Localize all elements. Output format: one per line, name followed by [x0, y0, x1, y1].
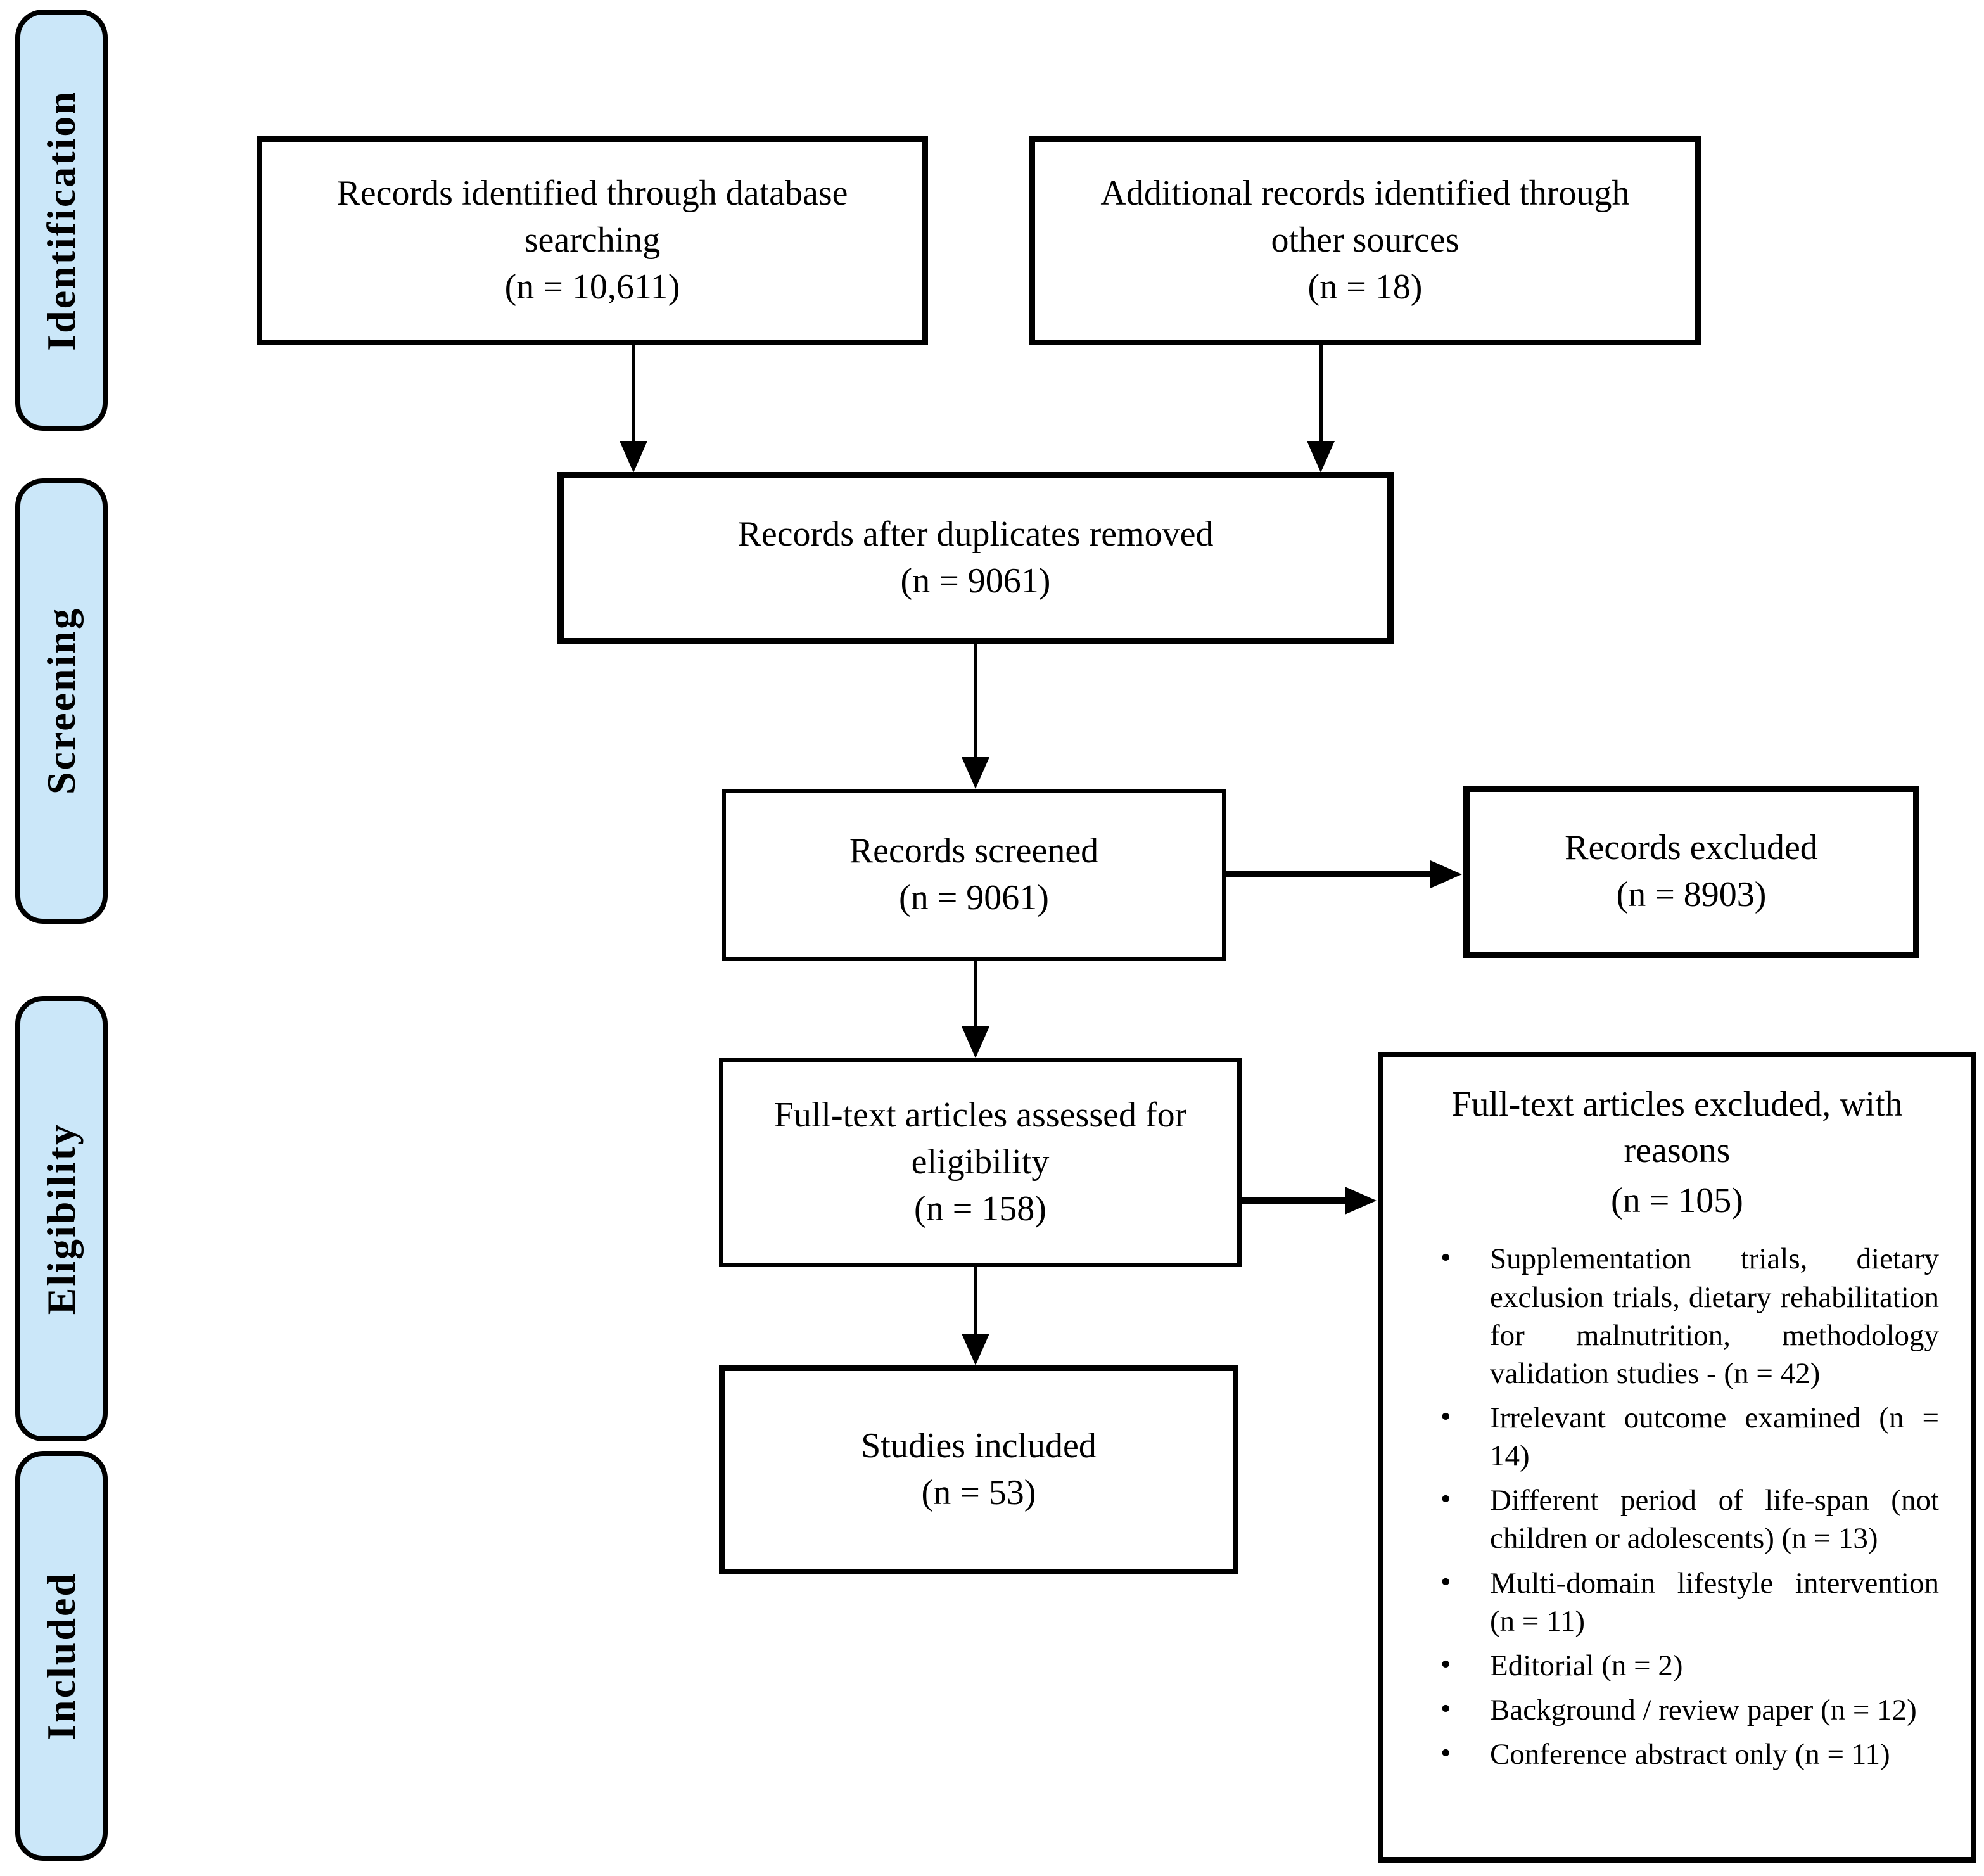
stage-label-identification-text: Identification	[39, 89, 84, 351]
box-records-after-duplicates-text: Records after duplicates removed	[737, 514, 1214, 554]
box-records-identified-database-count: (n = 10,611)	[504, 267, 680, 307]
arrow-database-to-dedup-head	[620, 441, 647, 473]
exclusion-reason-item: Conference abstract only (n = 11)	[1415, 1734, 1939, 1773]
arrow-other-to-dedup-head	[1307, 441, 1335, 473]
box-records-excluded-count: (n = 8903)	[1616, 875, 1767, 914]
box-fulltext-assessed-count: (n = 158)	[914, 1189, 1046, 1228]
exclusion-reason-item: Multi-domain lifestyle intervention (n =…	[1415, 1563, 1939, 1640]
box-records-after-duplicates-count: (n = 9061)	[900, 561, 1051, 601]
exclusion-reasons-list: Supplementation trials, dietary exclusio…	[1415, 1239, 1939, 1780]
box-studies-included: Studies included (n = 53)	[719, 1365, 1238, 1574]
arrow-fulltext-to-reasons-line	[1242, 1197, 1348, 1204]
arrow-screened-to-excluded-line	[1226, 871, 1432, 877]
arrow-other-to-dedup-line	[1319, 345, 1323, 442]
stage-label-eligibility: Eligibility	[15, 996, 108, 1441]
arrow-fulltext-to-studies-line	[974, 1267, 977, 1335]
box-records-identified-database: Records identified through database sear…	[257, 136, 928, 345]
arrow-screened-to-excluded-head	[1430, 860, 1462, 888]
box-fulltext-excluded-count: (n = 105)	[1611, 1180, 1743, 1220]
arrow-fulltext-to-reasons-head	[1345, 1187, 1377, 1215]
stage-label-eligibility-text: Eligibility	[39, 1122, 84, 1315]
stage-label-identification: Identification	[15, 10, 108, 431]
box-studies-included-count: (n = 53)	[921, 1473, 1036, 1512]
arrow-dedup-to-screened-line	[974, 644, 977, 758]
exclusion-reason-item: Background / review paper (n = 12)	[1415, 1690, 1939, 1729]
stage-label-included-text: Included	[39, 1571, 84, 1740]
exclusion-reason-item: Irrelevant outcome examined (n = 14)	[1415, 1398, 1939, 1475]
arrow-dedup-to-screened-head	[962, 757, 989, 789]
arrow-database-to-dedup-line	[632, 345, 635, 442]
box-fulltext-excluded-title: Full-text articles excluded, with reason…	[1451, 1085, 1903, 1170]
arrow-screened-to-fulltext-line	[974, 961, 977, 1028]
box-additional-records: Additional records identified through ot…	[1029, 136, 1701, 345]
box-additional-records-text: Additional records identified through ot…	[1100, 174, 1630, 260]
stage-label-screening: Screening	[15, 478, 108, 924]
box-records-screened-count: (n = 9061)	[899, 878, 1049, 917]
box-fulltext-excluded-reasons: Full-text articles excluded, with reason…	[1378, 1052, 1976, 1863]
exclusion-reason-item: Editorial (n = 2)	[1415, 1645, 1939, 1685]
box-fulltext-assessed-text: Full-text articles assessed for eligibil…	[773, 1095, 1187, 1182]
stage-label-screening-text: Screening	[39, 607, 84, 795]
box-studies-included-text: Studies included	[861, 1426, 1097, 1466]
box-records-after-duplicates: Records after duplicates removed (n = 90…	[557, 472, 1394, 644]
exclusion-reason-item: Different period of life-span (not child…	[1415, 1480, 1939, 1557]
box-records-screened-text: Records screened	[849, 831, 1099, 871]
stage-label-included: Included	[15, 1451, 108, 1861]
box-records-screened: Records screened (n = 9061)	[722, 789, 1226, 961]
box-additional-records-count: (n = 18)	[1307, 267, 1423, 307]
box-records-identified-database-text: Records identified through database sear…	[336, 174, 848, 260]
box-records-excluded: Records excluded (n = 8903)	[1463, 786, 1919, 958]
box-fulltext-assessed: Full-text articles assessed for eligibil…	[719, 1058, 1242, 1267]
arrow-screened-to-fulltext-head	[962, 1026, 989, 1058]
box-records-excluded-text: Records excluded	[1565, 828, 1818, 868]
arrow-fulltext-to-studies-head	[962, 1334, 989, 1365]
exclusion-reason-item: Supplementation trials, dietary exclusio…	[1415, 1239, 1939, 1393]
